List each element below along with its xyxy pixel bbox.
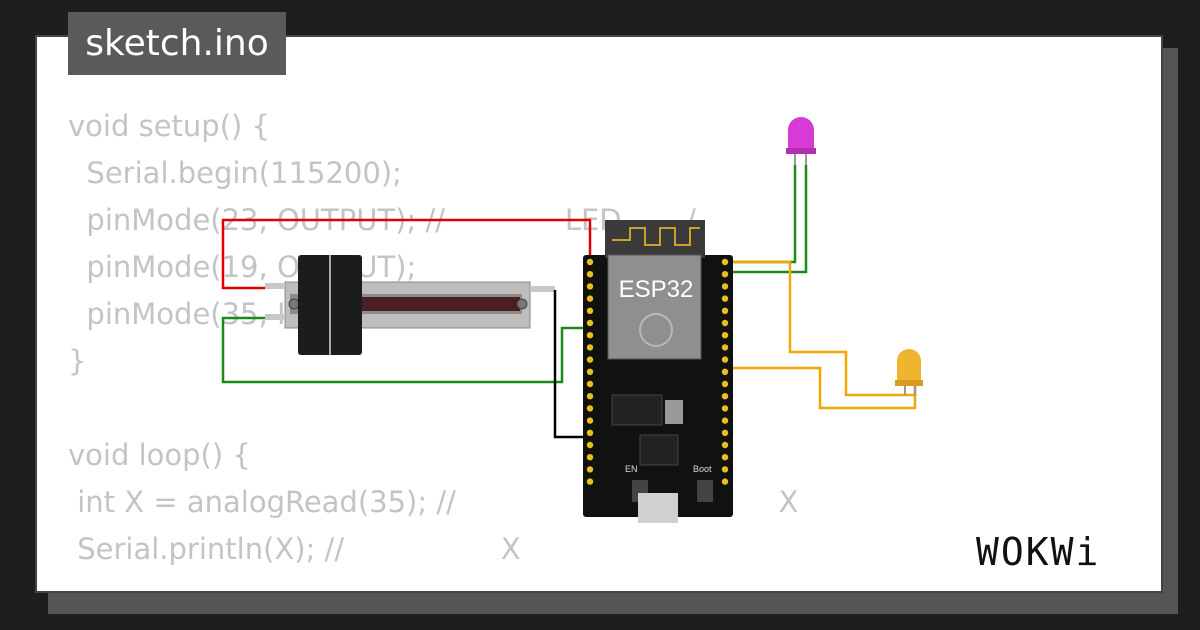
pin[interactable]	[721, 393, 729, 400]
wires	[221, 165, 917, 439]
pin[interactable]	[721, 380, 729, 388]
code-line-8: void loop() {	[68, 438, 251, 472]
esp32-board[interactable]: ESP32 EN Boot	[583, 220, 733, 523]
en-label: EN	[625, 464, 638, 474]
pin[interactable]	[586, 454, 594, 461]
code-line-9: int X = analogRead(35); // X	[68, 485, 799, 519]
board-label: ESP32	[619, 276, 694, 303]
pin[interactable]	[721, 454, 729, 461]
pin[interactable]	[721, 405, 729, 412]
espressif-logo-icon	[639, 313, 673, 347]
pin[interactable]	[586, 283, 594, 290]
pin[interactable]	[586, 344, 594, 351]
pin[interactable]	[586, 429, 594, 436]
pin[interactable]	[721, 368, 729, 375]
pin[interactable]	[721, 258, 729, 266]
pin[interactable]	[721, 356, 729, 363]
code-line-6: }	[68, 344, 87, 378]
pin[interactable]	[586, 380, 594, 388]
pin[interactable]	[586, 258, 594, 266]
pin-header-left	[586, 258, 594, 485]
pin[interactable]	[586, 271, 594, 278]
pin[interactable]	[721, 417, 729, 424]
pin[interactable]	[586, 417, 594, 424]
pin[interactable]	[586, 393, 594, 400]
pin[interactable]	[721, 478, 729, 485]
pin[interactable]	[721, 466, 729, 473]
pin-header-right	[721, 258, 729, 485]
boot-label: Boot	[693, 464, 712, 474]
pin[interactable]	[721, 271, 729, 278]
pin[interactable]	[586, 405, 594, 412]
pin[interactable]	[721, 295, 729, 302]
pin[interactable]	[721, 441, 729, 449]
pin[interactable]	[586, 368, 594, 375]
pin[interactable]	[721, 332, 729, 339]
code-line-2: Serial.begin(115200);	[68, 156, 402, 190]
pin[interactable]	[586, 295, 594, 302]
pin[interactable]	[586, 332, 594, 339]
pin[interactable]	[721, 319, 729, 327]
led-magenta[interactable]	[786, 117, 816, 165]
pin[interactable]	[586, 307, 594, 314]
pin[interactable]	[721, 429, 729, 436]
pin[interactable]	[586, 319, 594, 327]
slide-potentiometer[interactable]	[265, 255, 555, 355]
file-tab[interactable]: sketch.ino	[68, 12, 286, 75]
wokwi-logo: WOKWi	[976, 530, 1101, 574]
pin[interactable]	[586, 478, 594, 485]
led-yellow[interactable]	[895, 349, 923, 395]
usb-port	[638, 493, 678, 523]
boot-button[interactable]	[697, 480, 713, 502]
chip-icon	[639, 434, 679, 466]
code-line-1: void setup() {	[68, 109, 270, 143]
pin[interactable]	[586, 441, 594, 449]
pin[interactable]	[721, 307, 729, 314]
pin[interactable]	[586, 466, 594, 473]
pin[interactable]	[586, 356, 594, 363]
code-line-10: Serial.println(X); // X	[68, 532, 521, 566]
pin[interactable]	[721, 344, 729, 351]
pin[interactable]	[721, 283, 729, 290]
